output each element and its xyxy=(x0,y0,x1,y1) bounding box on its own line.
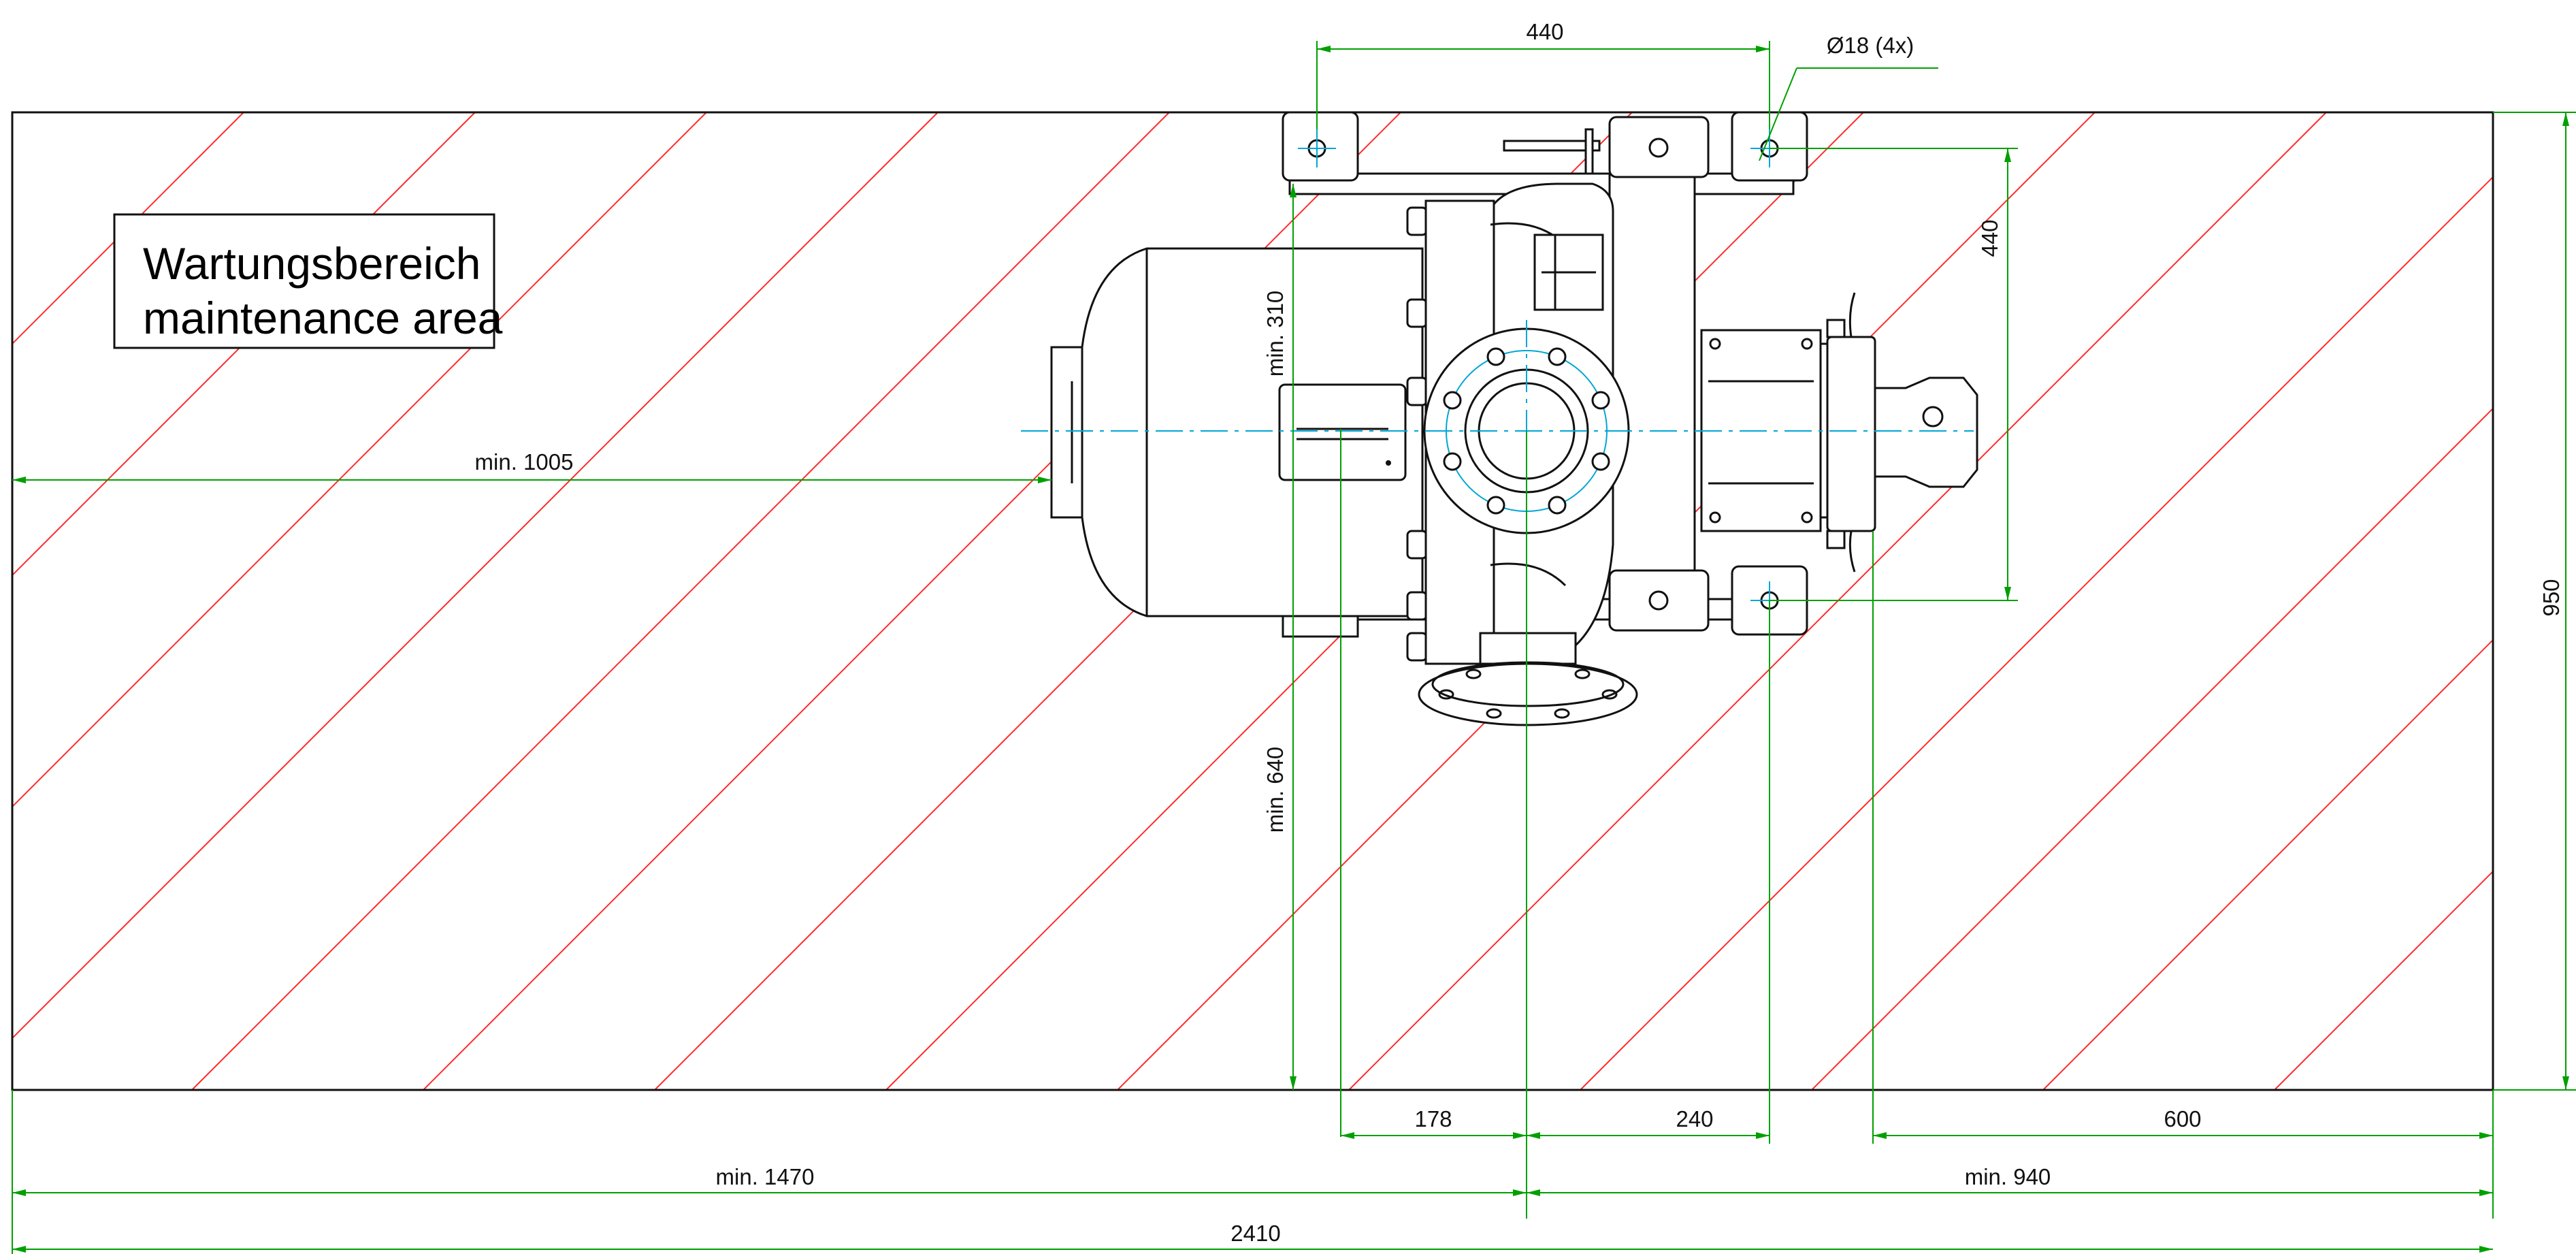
terminal-box xyxy=(1278,383,1407,481)
dim-hole-diameter: Ø18 (4x) xyxy=(1827,33,1914,58)
hatch-line xyxy=(12,112,939,1040)
mounting-hole-top-middle xyxy=(1648,138,1669,158)
hatch-line xyxy=(2274,870,2493,1090)
foot-pad-top-middle xyxy=(1608,116,1710,178)
dim-240: 240 xyxy=(1676,1106,1713,1131)
hatch-line xyxy=(1580,176,2493,1090)
motor-end-cover xyxy=(1050,346,1083,519)
hatch-line xyxy=(12,112,244,345)
dim-top-width: 440 xyxy=(1526,19,1563,44)
label-line-en: maintenance area xyxy=(143,293,503,343)
dim-overall-width: 2410 xyxy=(1230,1221,1280,1246)
mounting-hole-bottom-middle xyxy=(1648,590,1669,611)
dim-right-total: min. 940 xyxy=(1965,1164,2051,1189)
maintenance-area-label-box xyxy=(113,213,495,349)
discharge-neck xyxy=(1479,632,1577,665)
dim-top-clearance: min. 310 xyxy=(1262,291,1288,377)
dim-left-total: min. 1470 xyxy=(716,1164,815,1189)
dim-overall-height: 950 xyxy=(2539,579,2564,616)
dim-right-height: 440 xyxy=(1977,219,2002,257)
hatch-line xyxy=(1811,407,2493,1090)
discharge-flange-bolt-holes xyxy=(1438,669,1618,719)
drive-end-cover xyxy=(1826,336,1876,532)
dim-bottom-clearance: min. 640 xyxy=(1262,747,1288,833)
hatch-line xyxy=(2042,639,2493,1090)
pump-assembly xyxy=(1021,111,1978,726)
shaft-end-hub xyxy=(1874,376,1978,488)
label-line-de: Wartungsbereich xyxy=(143,238,480,289)
flange-bolts xyxy=(1406,206,1428,662)
shaft-center xyxy=(1922,406,1944,428)
hatch-line xyxy=(12,112,13,114)
foot-pad-top-left xyxy=(1282,111,1359,182)
maintenance-area-border xyxy=(11,111,2494,1091)
hatch-line xyxy=(191,112,1170,1090)
foot-pad-bottom-middle xyxy=(1608,569,1710,632)
suction-flange-bolt-holes xyxy=(1443,347,1610,515)
dim-178: 178 xyxy=(1414,1106,1452,1131)
dim-600: 600 xyxy=(2164,1106,2201,1131)
lifting-plate xyxy=(1503,140,1601,152)
dimension-lines xyxy=(12,41,2576,1254)
dim-left-clearance: min. 1005 xyxy=(475,449,574,475)
discharge-flange xyxy=(1418,662,1638,726)
hatch-line xyxy=(12,112,707,808)
